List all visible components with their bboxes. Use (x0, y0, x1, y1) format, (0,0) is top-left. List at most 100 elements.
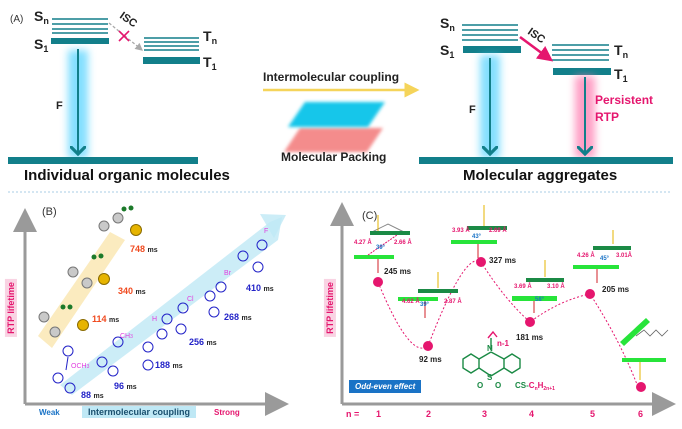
substituent-br: Br (224, 270, 231, 277)
point-n3 (476, 257, 486, 267)
point-label-n5: 205 ms (602, 285, 630, 294)
panel-b-label: (B) (42, 206, 57, 218)
substituent-text: OCH (71, 363, 87, 370)
molecule-96 (96, 336, 124, 377)
blocked-cross-icon (118, 30, 130, 42)
structure-o-atom-right: O (495, 381, 502, 390)
t1-text: T (614, 66, 623, 82)
fluorescence-label-right: F (469, 104, 476, 116)
formula-h-subscript: 2n+1 (543, 386, 555, 392)
value-text: 268 (224, 312, 240, 322)
data-points (373, 257, 646, 392)
t1-label-left: T1 (203, 54, 217, 72)
sn-text: S (34, 8, 44, 24)
substituent-subscript: 3 (86, 364, 90, 370)
substituent-ch3: CH3 (120, 333, 133, 340)
coupling-label: Intermolecular coupling (263, 70, 400, 84)
point-n1 (373, 277, 383, 287)
packing-n2 (398, 272, 458, 318)
substituent-subscript: 3 (130, 334, 133, 340)
value-748: 748 ms (130, 244, 158, 254)
value-114: 114 ms (92, 314, 119, 324)
annot-n4-dist1: 3.69 Å (514, 284, 532, 290)
panel-b-graphics (12, 208, 289, 416)
formula-c: C (528, 381, 535, 390)
t1-label-right: T1 (614, 66, 628, 84)
packing-n3 (451, 205, 507, 258)
phenothiazine-molecules (52, 239, 268, 394)
annot-n4-angle: 58° (535, 297, 545, 303)
value-text: 410 (246, 283, 262, 293)
substituent-cl: Cl (187, 296, 194, 303)
n-tick-2: 2 (426, 409, 432, 419)
molecule-340 (67, 253, 110, 289)
annot-n2-dist2: 2.87 Å (444, 299, 462, 305)
ground-state-right (419, 157, 673, 164)
sn-subscript: n (449, 23, 455, 33)
value-340: 340 ms (118, 286, 146, 296)
s1-text: S (440, 42, 450, 58)
sn-text: S (440, 15, 450, 31)
substituent-h: H (152, 316, 158, 323)
point-n5 (585, 289, 595, 299)
unit-text: ms (241, 315, 252, 322)
unit-text: ms (126, 384, 137, 391)
packing-label: Molecular Packing (281, 150, 387, 164)
value-text: 256 (189, 337, 205, 347)
trend-dashed-line (377, 260, 639, 388)
substituent-f: F (264, 228, 269, 235)
n-tick-3: 3 (482, 409, 488, 419)
tn-subscript: n (622, 50, 629, 60)
point-n6 (636, 382, 646, 392)
molecule-410 (237, 239, 268, 273)
rtp-label-line1: Persistent (595, 93, 654, 107)
molecule-188 (142, 328, 168, 371)
molecule-256 (161, 302, 189, 335)
value-188: 188 ms (155, 360, 183, 370)
t1-text: T (203, 54, 212, 70)
point-label-n1: 245 ms (384, 267, 412, 276)
tn-label-right: Tn (614, 42, 628, 60)
fluorescence-label-left: F (56, 100, 63, 112)
tn-text: T (203, 28, 212, 44)
unit-text: ms (109, 317, 120, 324)
annot-n1-angle: 39° (376, 245, 386, 251)
formula-label: CS-CnH2n+1 (515, 381, 555, 392)
structure-n-atom: N (487, 344, 493, 353)
annot-n5-dist2: 3.01Å (616, 253, 633, 259)
bottom-layer-pink (284, 128, 383, 152)
formula-prefix: CS- (515, 381, 529, 390)
phenothiazine-trend-band (60, 217, 282, 395)
tn-text: T (614, 42, 623, 58)
x-weak-label: Weak (39, 408, 60, 417)
s1-subscript: 1 (43, 44, 49, 54)
point-label-n3: 327 ms (489, 256, 517, 265)
ground-state-left (8, 157, 198, 164)
annot-n3-dist1: 3.93 Å (452, 228, 470, 234)
value-256: 256 ms (189, 337, 217, 347)
substituent-text: CH (120, 333, 131, 340)
value-text: 114 (92, 314, 107, 324)
n-tick-4: 4 (529, 409, 535, 419)
point-label-n2: 92 ms (419, 355, 442, 364)
s1-subscript: 1 (449, 50, 455, 60)
phenothiazine-dioxide-structure (462, 330, 521, 377)
value-text: 340 (118, 286, 134, 296)
rtp-label-line2: RTP (595, 110, 619, 124)
annot-n4-dist2: 3.10 Å (547, 284, 565, 290)
n-tick-1: 1 (376, 409, 382, 419)
unit-text: ms (93, 393, 104, 400)
structure-o-atom-left: O (477, 381, 484, 390)
annot-n5-dist1: 4.26 Å (577, 253, 595, 259)
packing-n1 (354, 215, 410, 273)
t1-subscript: 1 (622, 74, 628, 84)
value-text: 188 (155, 360, 171, 370)
panel-c-graphics (330, 202, 676, 416)
value-88: 88 ms (81, 390, 104, 400)
panel-c-y-axis-label: RTP lifetime (323, 279, 336, 337)
t1-level (553, 68, 611, 75)
left-jablonski (8, 18, 200, 164)
annot-n2-dist1: 4.62 Å (402, 299, 420, 305)
packing-n5 (573, 230, 631, 283)
